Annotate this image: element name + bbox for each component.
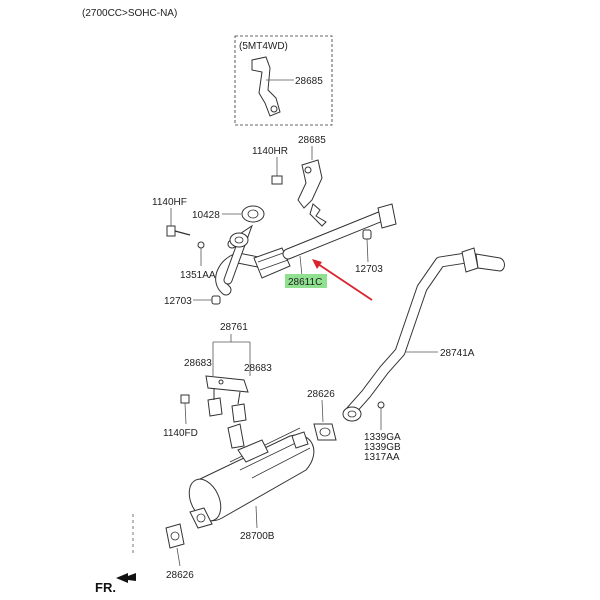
nut-1351aa: 1351AA <box>180 241 216 281</box>
bracket-28685: 28685 <box>297 135 327 227</box>
hanger-plate-hole <box>218 379 224 385</box>
muffler-hanger-bracket <box>227 423 245 449</box>
nut-12703-left-label: 12703 <box>164 296 192 307</box>
bolt-1140fd-icon <box>180 394 190 404</box>
bracket-28685-label: 28685 <box>298 135 326 146</box>
bracket-28685-rod <box>309 203 327 227</box>
nut-1351aa-label: 1351AA <box>180 270 216 281</box>
front-pipe-catalyst-line2 <box>259 259 289 271</box>
gasket-10428: 10428 <box>192 205 265 223</box>
muffler-inlet <box>291 431 309 449</box>
gasket-28626-mid-hole <box>319 427 331 437</box>
highlight-arrow-shaft <box>317 263 373 301</box>
muffler-tail-flange <box>189 507 213 529</box>
center-pipe-28741a: 28741A <box>342 247 505 422</box>
center-pipe-flange-bottom <box>342 406 362 422</box>
nut-1351aa-icon <box>197 241 205 249</box>
front-pipe-label: 28611C <box>288 277 322 288</box>
bolt-1140hr-icon <box>271 175 283 185</box>
inset-variant: (5MT4WD) <box>239 41 288 52</box>
muffler-label: 28700B <box>240 531 275 542</box>
muffler-tail-hole <box>196 513 206 523</box>
bracket-28685-shape <box>297 159 323 209</box>
front-arrow-icon <box>116 573 136 583</box>
muffler-28700b: 28700B <box>188 423 315 542</box>
inset-part-label: 28685 <box>295 76 323 87</box>
front-pipe-catalyst <box>253 247 291 279</box>
bolt-1140hr: 1140HR <box>252 146 288 185</box>
clamp-group-icon <box>377 401 385 409</box>
rubber-right-label: 28683 <box>244 363 272 374</box>
inset-bracket <box>251 56 281 117</box>
bolt-1140hf-shaft <box>174 230 191 236</box>
bracket-28685-hole <box>304 166 312 174</box>
nut-12703-right-icon <box>362 229 372 240</box>
nut-12703-right: 12703 <box>355 229 383 275</box>
bolt-1140fd: 1140FD <box>163 394 198 439</box>
front-pipe-catalyst-line1 <box>257 251 287 263</box>
bolt-1140hf-icon <box>166 225 176 237</box>
bolt-1140fd-leader <box>184 402 187 425</box>
front-direction-label: FR. <box>95 580 116 595</box>
gasket-28626-bottom-leader <box>176 547 181 567</box>
nut-12703-right-label: 12703 <box>355 264 383 275</box>
nut-12703-left-icon <box>211 295 221 305</box>
gasket-28626-bottom: 28626 <box>165 523 194 581</box>
bolt-1140hr-label: 1140HR <box>252 146 288 157</box>
center-pipe-label: 28741A <box>440 348 475 359</box>
front-direction: FR. <box>95 573 136 595</box>
front-pipe-highlight <box>285 274 327 288</box>
nut-12703-left: 12703 <box>164 295 221 307</box>
gasket-28626-mid: 28626 <box>307 389 337 441</box>
gasket-28626-mid-icon <box>313 423 337 441</box>
muffler-heatshield <box>237 439 269 463</box>
muffler-leader <box>255 505 258 529</box>
clamp-1317aa-label: 1317AA <box>364 452 400 463</box>
center-pipe-fill <box>345 253 471 417</box>
engine-note: (2700CC>SOHC-NA) <box>82 8 177 19</box>
bolt-1140hf-label: 1140HF <box>152 197 187 208</box>
inset-5mt4wd: (5MT4WD) 28685 <box>234 35 333 126</box>
gasket-28626-bottom-icon <box>165 523 185 549</box>
gasket-10428-hole <box>247 209 259 219</box>
clamp-group: 1339GA 1339GB 1317AA <box>364 401 401 463</box>
gasket-28626-mid-leader <box>321 399 324 423</box>
front-pipe-leader <box>299 255 303 277</box>
gasket-28626-bottom-hole <box>170 531 180 541</box>
center-pipe-flange-top <box>461 247 479 273</box>
bolt-1140fd-label: 1140FD <box>163 428 198 439</box>
nut-12703-right-leader <box>366 238 369 263</box>
front-pipe-straight-fill <box>283 211 387 259</box>
hanger-links <box>213 388 241 405</box>
inset-bracket-hole <box>270 105 278 113</box>
hanger-28761-label: 28761 <box>220 322 248 333</box>
rubber-left-icon <box>207 397 223 417</box>
front-pipe-outlet-flange <box>377 203 397 229</box>
front-pipe-flange-hole <box>234 236 244 244</box>
rubber-left-label: 28683 <box>184 358 212 369</box>
gasket-10428-ring <box>241 205 265 223</box>
front-pipe-flange <box>229 232 249 248</box>
hanger-plate <box>205 375 249 393</box>
highlight-arrow-head <box>312 259 322 269</box>
center-pipe-front-stub <box>475 253 505 272</box>
clamp-1339gb-label: 1339GB <box>364 442 401 453</box>
gasket-10428-label: 10428 <box>192 210 220 221</box>
clamp-1339ga-label: 1339GA <box>364 432 401 443</box>
bolt-1140hf: 1140HF <box>152 197 191 237</box>
gasket-28626-mid-label: 28626 <box>307 389 335 400</box>
rubber-right-icon <box>231 403 247 423</box>
inset-frame <box>234 35 333 126</box>
gasket-28626-bottom-label: 28626 <box>166 570 194 581</box>
front-pipe-28611c: 28611C <box>215 203 397 301</box>
center-pipe-flange-hole <box>347 410 357 418</box>
hanger-28761: 28761 28683 28683 <box>184 322 272 423</box>
